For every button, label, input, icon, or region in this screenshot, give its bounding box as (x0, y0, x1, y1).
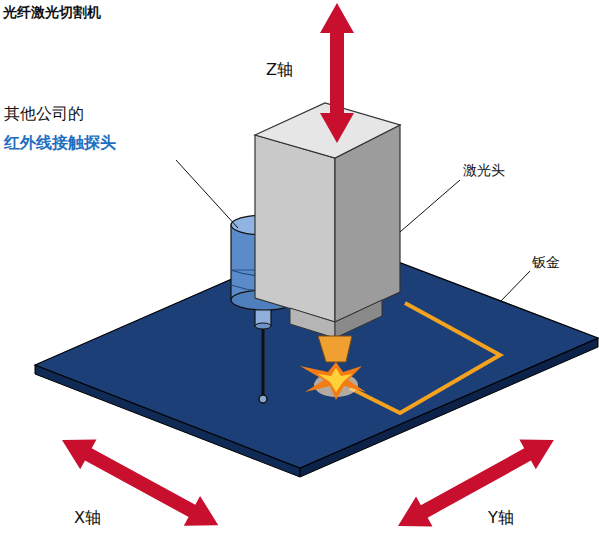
axis-label: X轴 (74, 508, 101, 527)
z-axis-arrow (320, 3, 354, 143)
leader-line (500, 271, 530, 302)
axis-label: Z轴 (266, 60, 293, 79)
part-label: 其他公司的 (4, 104, 84, 123)
leader-line (176, 160, 238, 228)
part-label: 激光头 (463, 162, 505, 179)
laser-head (255, 103, 400, 400)
y-axis-arrow (390, 425, 562, 535)
part-label: 红外线接触探头 (4, 133, 116, 152)
axis-label: Y轴 (488, 508, 514, 527)
x-axis-arrow (54, 425, 227, 535)
part-label: 钣金 (532, 254, 560, 271)
leader-line (400, 180, 460, 232)
diagram-title: 光纤激光切割机 (3, 4, 101, 21)
